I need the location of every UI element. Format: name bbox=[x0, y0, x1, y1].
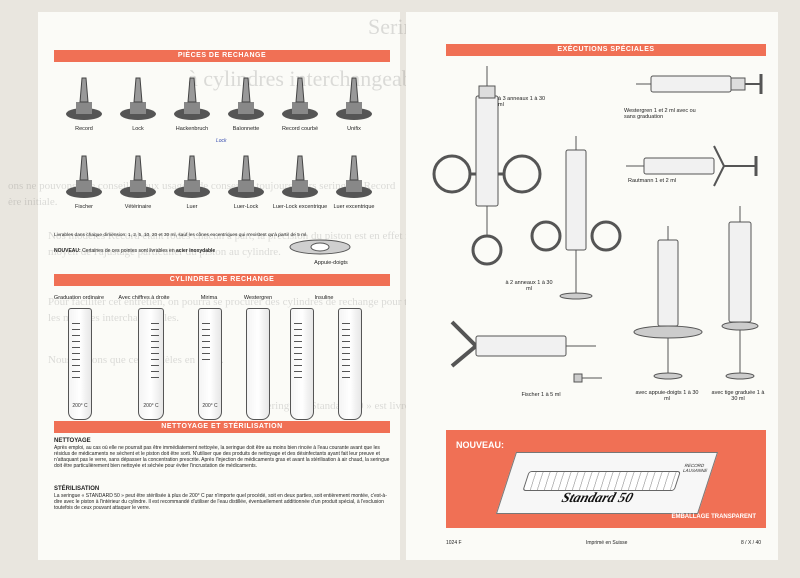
sterilisation-heading: STÉRILISATION bbox=[54, 486, 100, 492]
tip-illustration bbox=[228, 155, 264, 198]
nettoyage-paragraph: Après emploi, au cas où elle ne pourrait… bbox=[54, 445, 390, 469]
bleed-line: Pour faciliter cet entretien, on pourra … bbox=[48, 296, 423, 308]
footer-date: 8 / X / 40 bbox=[741, 540, 762, 546]
appuie-doigts-illustration bbox=[289, 239, 351, 255]
nouveau-heading: NOUVEAU: bbox=[456, 440, 505, 450]
tip-illustration bbox=[282, 155, 318, 198]
nettoyage-band: NETTOYAGE ET STÉRILISATION bbox=[54, 421, 390, 433]
bleed-line: moyen de l'ajustage particulier du pisto… bbox=[48, 246, 281, 258]
tip-label: Record courbé bbox=[281, 126, 319, 132]
tip-illustration bbox=[174, 155, 210, 198]
cyl-label: Mirima bbox=[200, 295, 218, 301]
syringe-tige-graduee bbox=[721, 206, 759, 380]
tip-illustration bbox=[336, 77, 372, 120]
tip-illustration bbox=[336, 155, 372, 198]
cylinder-temp-label: 200° C bbox=[72, 403, 88, 409]
tip-label: Luer-Lock bbox=[233, 204, 259, 210]
tip-illustration bbox=[174, 77, 210, 120]
handwritten-note: Lock bbox=[216, 138, 227, 144]
tip-illustration bbox=[66, 155, 102, 198]
bleed-line: ère initiale. bbox=[8, 196, 58, 208]
tip-label: Unifix bbox=[347, 126, 361, 132]
standard-50-logo: Standard 50 bbox=[559, 491, 635, 506]
cylinder-temp-label: 200° C bbox=[143, 403, 159, 409]
caption-tige: avec tige graduée 1 à 30 ml bbox=[711, 390, 765, 402]
cylinder-right-digits: 200° C bbox=[138, 308, 164, 420]
cyl-label: Avec chiffres à droite bbox=[118, 295, 170, 301]
cyl-label: Insuline bbox=[314, 295, 334, 301]
tip-label: Baïonnette bbox=[232, 126, 260, 132]
nettoyage-heading: NETTOYAGE bbox=[54, 438, 91, 444]
cylinder-westergren bbox=[246, 308, 270, 420]
cylinder-insuline-2 bbox=[338, 308, 362, 420]
tip-illustration bbox=[120, 155, 156, 198]
nouveau-bold: acier inoxydable bbox=[176, 248, 216, 254]
bleed-title-2: à cylindres interchangeables bbox=[188, 66, 438, 91]
standard-50-syringe bbox=[522, 471, 681, 491]
cylinder-temp-label: 200° C bbox=[202, 403, 218, 409]
syringe-fischer bbox=[450, 320, 602, 383]
right-page: EXÉCUTIONS SPÉCIALES bbox=[406, 12, 778, 560]
caption-fischer: Fischer 1 à 5 ml bbox=[521, 392, 561, 398]
cylinder-ordinary: 200° C bbox=[68, 308, 92, 420]
tip-label: Hackenbruch bbox=[175, 126, 209, 132]
cylinder-mirima: 200° C bbox=[198, 308, 222, 420]
caption-rautmann: Rautmann 1 et 2 ml bbox=[628, 178, 676, 184]
tip-label: Luer-Lock excentrique bbox=[272, 204, 328, 210]
tips-note: Livrables dans chaque dimension: 1, 2, 5… bbox=[54, 233, 308, 238]
tip-label: Vétérinaire bbox=[124, 204, 152, 210]
syringe-3-anneaux bbox=[432, 66, 542, 266]
caption-2-anneaux: à 2 anneaux 1 à 30 ml bbox=[505, 280, 553, 292]
tip-illustration bbox=[66, 77, 102, 120]
bleed-line: Nos modèles Record étant rodés chacun à … bbox=[48, 230, 485, 242]
nouveau-text: Certaines de ces pointes sont livrables … bbox=[82, 248, 175, 254]
cyl-label: Westergren bbox=[243, 295, 273, 301]
pieces-band: PIÈCES DE RECHANGE bbox=[54, 50, 390, 62]
tips-nouveau: NOUVEAU: Certaines de ces pointes sont l… bbox=[54, 248, 324, 254]
left-page: Seringues « Record » « à cylindres inter… bbox=[8, 12, 573, 560]
tip-label: Fischer bbox=[74, 204, 94, 210]
emballage-label: EMBALLAGE TRANSPARENT bbox=[671, 514, 756, 520]
cylinder-insuline-1 bbox=[290, 308, 314, 420]
syringe-appuie-doigts bbox=[633, 226, 703, 380]
tip-illustration bbox=[282, 77, 318, 120]
footer-imprime: Imprimé en Suisse bbox=[586, 540, 628, 546]
tip-label: Luer excentrique bbox=[333, 204, 375, 210]
standard-50-box: Standard 50 RECORD LAUSANNE bbox=[495, 452, 719, 514]
caption-appuie-doigts: avec appuie-doigts 1 à 30 ml bbox=[635, 390, 699, 402]
caption-3-anneaux: à 3 anneaux 1 à 30 ml bbox=[498, 96, 546, 108]
sterilisation-paragraph: La seringue « STANDARD 50 » peut être st… bbox=[54, 493, 387, 511]
syringe-westergren bbox=[636, 74, 763, 94]
standard-brand: RECORD LAUSANNE bbox=[682, 463, 709, 473]
tip-label: Lock bbox=[132, 126, 144, 132]
appuie-caption: Appuie-doigts bbox=[314, 260, 348, 266]
executions-band: EXÉCUTIONS SPÉCIALES bbox=[446, 44, 766, 56]
tip-label: Luer bbox=[186, 204, 198, 210]
caption-westergren: Westergren 1 et 2 ml avec ou sans gradua… bbox=[624, 108, 696, 120]
tip-illustration bbox=[120, 77, 156, 120]
nouveau-box: NOUVEAU: Standard 50 RECORD LAUSANNE EMB… bbox=[446, 430, 766, 528]
syringe-illustrations bbox=[432, 66, 763, 383]
syringe-2-anneaux bbox=[530, 136, 622, 300]
syringe-rautmann bbox=[626, 145, 758, 187]
cyl-label: Graduation ordinaire bbox=[53, 295, 105, 301]
cylindres-band: CYLINDRES DE RECHANGE bbox=[54, 274, 390, 286]
nouveau-label: NOUVEAU: bbox=[54, 248, 81, 254]
footer-code: 1024 F bbox=[446, 540, 462, 546]
tip-illustration bbox=[228, 77, 264, 120]
tip-label: Record bbox=[75, 126, 93, 132]
